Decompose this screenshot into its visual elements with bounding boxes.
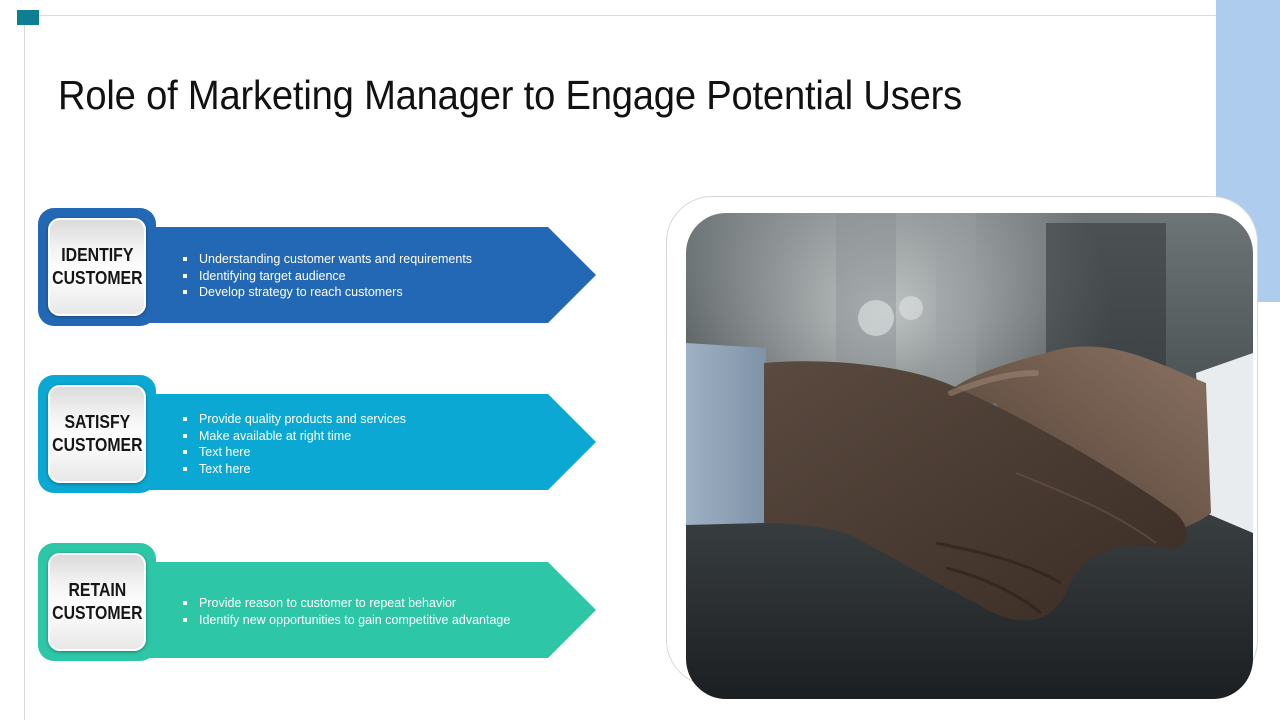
bullet-item: Understanding customer wants and require… — [183, 251, 472, 268]
retain-arrow-shape — [138, 562, 596, 658]
identify-badge: IDENTIFY CUSTOMER — [38, 208, 156, 326]
satisfy-arrow-shape — [138, 394, 596, 490]
bullet-item: Identify new opportunities to gain compe… — [183, 612, 510, 629]
satisfy-badge-label: SATISFY CUSTOMER — [51, 412, 143, 455]
bullet-item: Provide reason to customer to repeat beh… — [183, 595, 510, 612]
bullet-item: Text here — [183, 444, 406, 461]
bullet-item: Identifying target audience — [183, 268, 472, 285]
satisfy-badge: SATISFY CUSTOMER — [38, 375, 156, 493]
handshake-illustration — [686, 213, 1253, 699]
left-divider-line — [24, 15, 25, 720]
bullet-item: Provide quality products and services — [183, 411, 406, 428]
retain-bullet-list: Provide reason to customer to repeat beh… — [183, 595, 510, 628]
bullet-item: Develop strategy to reach customers — [183, 284, 472, 301]
retain-badge-label: RETAIN CUSTOMER — [51, 580, 143, 623]
identify-arrow-shape — [138, 227, 596, 323]
slide-title: Role of Marketing Manager to Engage Pote… — [58, 72, 963, 118]
top-divider-line — [24, 15, 1216, 16]
identify-badge-label: IDENTIFY CUSTOMER — [51, 245, 143, 288]
identify-bullet-list: Understanding customer wants and require… — [183, 251, 472, 301]
bullet-item: Text here — [183, 461, 406, 478]
corner-accent-square — [17, 10, 39, 25]
handshake-photo — [686, 213, 1253, 699]
bullet-item: Make available at right time — [183, 428, 406, 445]
retain-badge: RETAIN CUSTOMER — [38, 543, 156, 661]
satisfy-bullet-list: Provide quality products and services Ma… — [183, 411, 406, 477]
